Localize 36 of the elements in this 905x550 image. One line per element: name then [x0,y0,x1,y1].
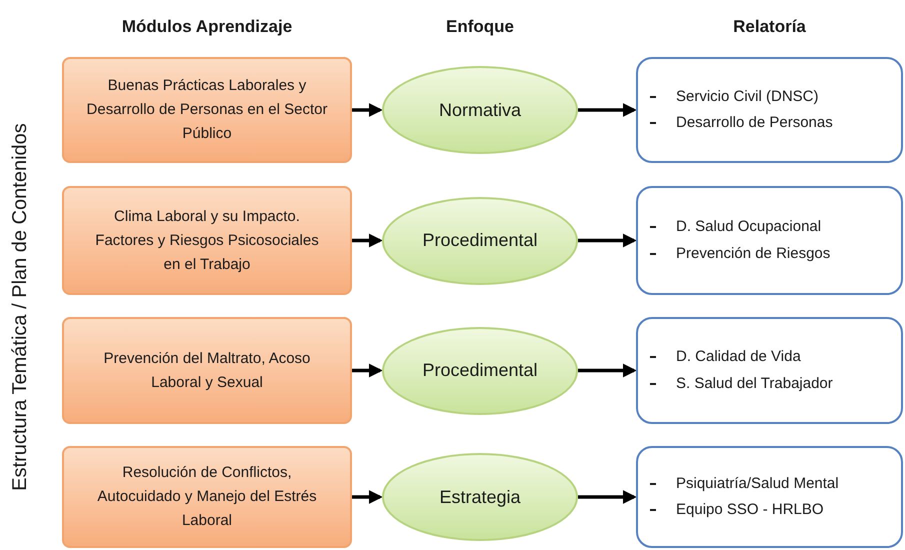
speaker-text: D. Salud Ocupacional [676,217,822,237]
speaker-text: Prevención de Riesgos [676,244,830,264]
approach-text: Procedimental [422,359,538,382]
arrow [352,234,383,248]
speaker-text: Servicio Civil (DNSC) [676,86,819,106]
speaker-box [636,317,903,424]
arrow [352,103,383,117]
module-text: Buenas Prácticas Laborales y Desarrollo de Personas en el Sector Público [86,76,328,144]
arrow [578,234,637,248]
vertical-axis-label: Estructura Temática / Plan de Contenidos [8,123,32,491]
approach-text: Procedimental [422,229,538,252]
arrow [578,490,637,504]
speaker-text: Desarrollo de Personas [676,113,833,133]
speaker-text: Equipo SSO - HRLBO [676,500,824,520]
arrow [352,490,383,504]
column-header: Enfoque [446,16,514,38]
arrow [352,364,383,378]
speaker-box [636,57,903,163]
speaker-text: S. Salud del Trabajador [676,374,833,394]
module-box [62,186,352,295]
module-text: Resolución de Conflictos, Autocuidado y Manejo del Estrés Laboral [96,463,318,531]
speaker-text: D. Calidad de Vida [676,347,801,367]
module-box [62,57,352,163]
speaker-box [636,446,903,548]
module-box [62,446,352,548]
module-text: Clima Laboral y su Impacto. Factores y Riesgos Psicosociales en el Trabajo [94,206,320,274]
arrow [578,103,637,117]
arrow [578,364,637,378]
speaker-text: Psiquiatría/Salud Mental [676,474,839,494]
column-header: Relatoría [733,16,806,38]
module-text: Prevención del Maltrato, Acoso Laboral y Sexual [102,348,312,392]
module-box [62,317,352,424]
approach-text: Normativa [438,98,522,122]
column-header: Módulos Aprendizaje [122,16,292,38]
speaker-box [636,186,903,295]
approach-text: Estrategia [439,486,521,509]
